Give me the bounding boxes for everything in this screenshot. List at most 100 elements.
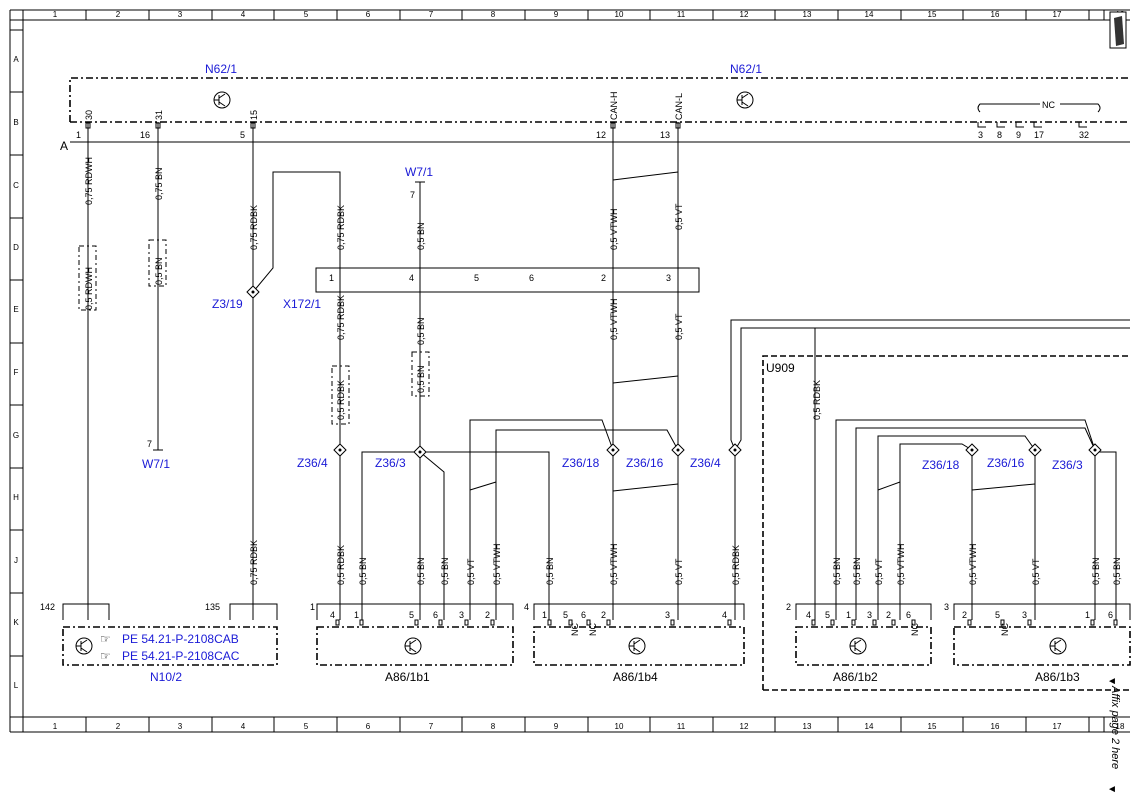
grid-row-letter: L: [14, 681, 19, 690]
arrow-icon: ◄: [1107, 676, 1117, 687]
pin-label: 30: [84, 110, 94, 120]
grid-row-letter: E: [13, 305, 18, 314]
grid-column-number: 15: [928, 10, 937, 19]
wire-label: 0,5 RDBK: [731, 545, 741, 585]
nc-marker: NC: [588, 623, 598, 636]
pin-number: 2: [601, 610, 606, 620]
pin-number: 3: [1022, 610, 1027, 620]
wire-label: 0,5 VT: [674, 313, 684, 340]
grid-column-number: 8: [491, 10, 496, 19]
wire-label: 0,5 VTWH: [609, 208, 619, 250]
grid-column-number: 10: [615, 10, 624, 19]
label-w7-top: W7/1: [405, 165, 433, 179]
wire-label: 0,5 BN: [832, 557, 842, 585]
pin-number: 5: [409, 610, 414, 620]
grid-column-number: 9: [554, 722, 559, 731]
wire-label: 0,75 RDBK: [249, 540, 259, 585]
svg-text:2: 2: [601, 273, 606, 283]
svg-text:7: 7: [410, 190, 415, 200]
link-pe-cac[interactable]: PE 54.21-P-2108CAC: [122, 649, 240, 663]
grid-column-number: 9: [554, 10, 559, 19]
wire-label: 0,5 RDBK: [336, 545, 346, 585]
pin-number: 3: [665, 610, 670, 620]
pin-number: 1: [354, 610, 359, 620]
pin-number: 1: [542, 610, 547, 620]
pin-number: 9: [1016, 130, 1021, 140]
pin-number: 2: [485, 610, 490, 620]
grid-column-number: 3: [178, 10, 183, 19]
label-z36-4-mid: Z36/4: [690, 456, 721, 470]
transistor-icon: [213, 91, 231, 109]
grid-row-letter: K: [13, 618, 19, 627]
pin-number: 13: [660, 130, 670, 140]
pin-number: 8: [997, 130, 1002, 140]
wire-label: 0,5 BN: [358, 557, 368, 585]
wire-label: 0,75 BN: [154, 167, 164, 200]
label-n62-left: N62/1: [205, 62, 237, 76]
pin-number: 4: [806, 610, 811, 620]
pointer-icon: ☞: [100, 632, 111, 646]
grid-row-letter: B: [13, 118, 18, 127]
pin-number: 4: [330, 610, 335, 620]
grid-column-number: 2: [116, 722, 121, 731]
grid-column-number: 11: [677, 722, 686, 731]
wire-label: 0,75 RDBK: [336, 205, 346, 250]
label-z36-18-right: Z36/18: [922, 458, 960, 472]
label-n10: N10/2: [150, 670, 182, 684]
label-u909: U909: [766, 361, 795, 375]
svg-text:3: 3: [666, 273, 671, 283]
grid-column-number: 4: [241, 10, 246, 19]
svg-text:5: 5: [474, 273, 479, 283]
nc-marker: NC: [570, 623, 580, 636]
label-w7-bottom: W7/1: [142, 457, 170, 471]
link-pe-cab[interactable]: PE 54.21-P-2108CAB: [122, 632, 239, 646]
pointer-icon: ☞: [100, 649, 111, 663]
svg-text:4: 4: [409, 273, 414, 283]
wire-label: 0,5 BN: [545, 557, 555, 585]
shield-rdwh: [78, 245, 97, 311]
grid-column-number: 12: [740, 722, 749, 731]
a86-module-box: [533, 626, 745, 666]
label-n62-right: N62/1: [730, 62, 762, 76]
label-x172: X172/1: [283, 297, 321, 311]
svg-text:1: 1: [329, 273, 334, 283]
grid-row-letter: G: [13, 431, 19, 440]
wire-label: 0,5 BN: [852, 557, 862, 585]
pin-number: 2: [962, 610, 967, 620]
label-z36-4-left: Z36/4: [297, 456, 328, 470]
grid-column-number: 7: [429, 10, 434, 19]
pin-number: 2: [886, 610, 891, 620]
grid-column-number: 15: [928, 722, 937, 731]
transistor-icon: [736, 91, 754, 109]
wire-label: 0,5 VTWH: [492, 543, 502, 585]
wire-label: 0,5 VT: [466, 558, 476, 585]
wire-label: 0,5 BN: [416, 365, 426, 393]
pin-number: 17: [1034, 130, 1044, 140]
grid-columns: 1122334455667788991010111112121313141415…: [22, 10, 1125, 732]
u909-area: [762, 355, 1130, 690]
grid-row-letter: J: [14, 556, 18, 565]
pin-number: 6: [581, 610, 586, 620]
grid-column-number: 16: [991, 722, 1000, 731]
wire-label: 0,5 VT: [674, 203, 684, 230]
grid-column-number: 14: [865, 10, 874, 19]
grid-column-number: 4: [241, 722, 246, 731]
pin-label: 15: [249, 110, 259, 120]
splice-points: [246, 285, 1102, 459]
wire-label: 0,5 BN: [1091, 557, 1101, 585]
grid-column-number: 10: [615, 722, 624, 731]
affix-note: Affix page 2 here: [1109, 685, 1121, 769]
pin-label: CAN-L: [674, 93, 684, 120]
connector-number: 1: [310, 602, 315, 612]
nc-marker: NC: [910, 623, 920, 636]
grid-column-number: 6: [366, 10, 371, 19]
wire-label: 0,5 VT: [674, 558, 684, 585]
pin-number: 1: [1085, 610, 1090, 620]
page-corner-icon: [1109, 11, 1127, 49]
grid-column-number: 13: [803, 10, 812, 19]
